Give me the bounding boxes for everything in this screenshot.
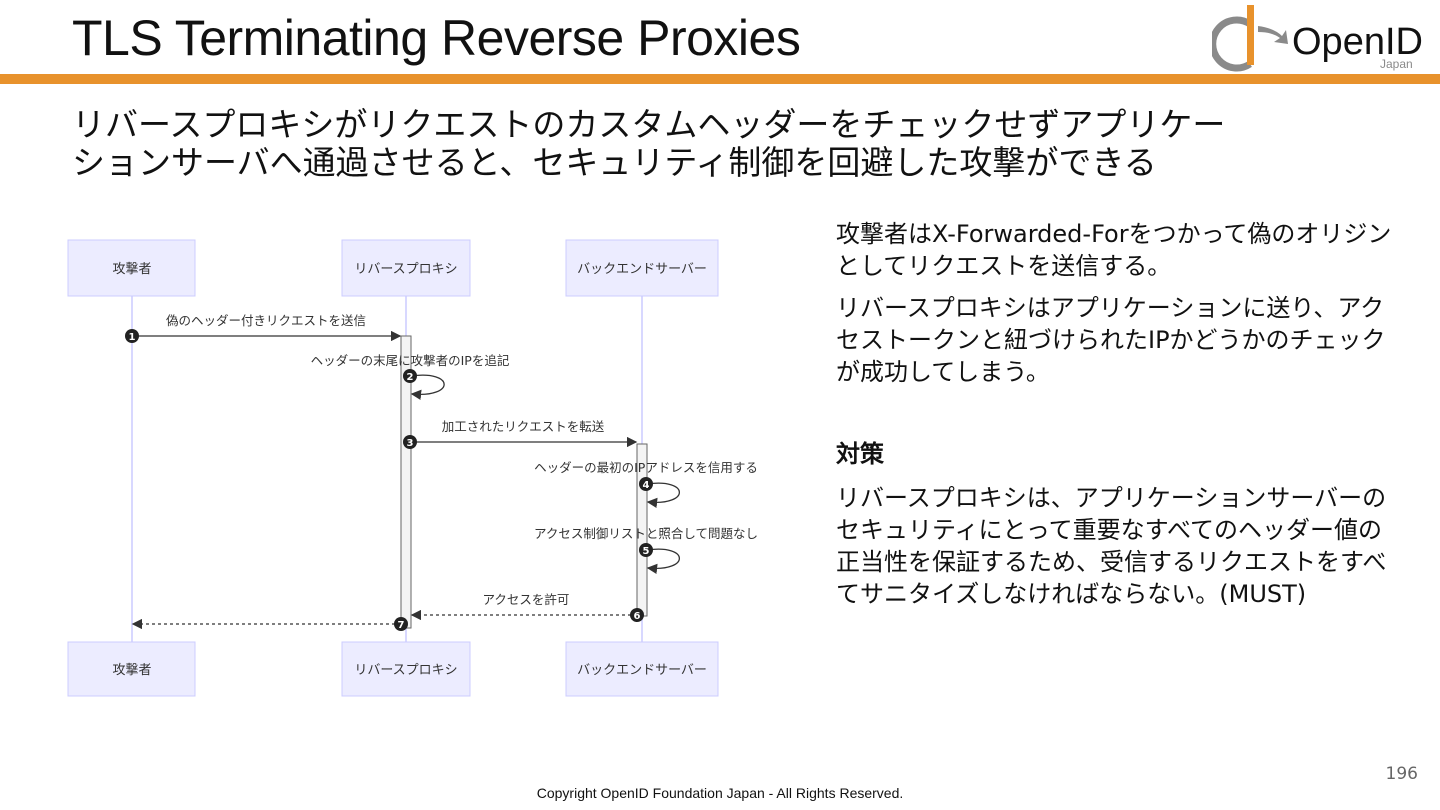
svg-text:リバースプロキシ: リバースプロキシ: [354, 262, 457, 277]
svg-text:偽のヘッダー付きリクエストを送信: 偽のヘッダー付きリクエストを送信: [166, 313, 366, 328]
participant-backend-bottom: バックエンドサーバー: [565, 641, 719, 697]
page-number: 196: [1385, 764, 1418, 784]
svg-text:4: 4: [643, 480, 650, 491]
message-7: 7: [131, 617, 408, 631]
participant-attacker-bottom: 攻撃者: [67, 641, 196, 697]
copyright-footer: Copyright OpenID Foundation Japan - All …: [536, 785, 904, 801]
svg-text:5: 5: [643, 546, 650, 557]
header-accent-bar: [0, 74, 1440, 84]
message-2: ヘッダーの末尾に攻撃者のIPを追記 2: [311, 353, 510, 401]
subtitle-line-1: リバースプロキシがリクエストのカスタムヘッダーをチェックせずアプリケー: [72, 105, 1226, 144]
slide-subtitle: リバースプロキシがリクエストのカスタムヘッダーをチェックせずアプリケー ションサ…: [72, 106, 1372, 182]
explanation-paragraph-1: 攻撃者はX-Forwarded-Forをつかって偽のオリジンとしてリクエストを送…: [836, 220, 1392, 280]
svg-text:2: 2: [407, 372, 414, 383]
logo-arc: [1212, 16, 1252, 72]
sequence-diagram: 攻撃者 リバースプロキシ バックエンドサーバー 攻撃者 リバースプロキシ バック…: [67, 239, 758, 697]
explanation-paragraph-2: リバースプロキシはアプリケーションに送り、アクセストークンと紐づけられたIPかど…: [836, 294, 1386, 386]
svg-text:アクセス制御リストと照合して問題なし: アクセス制御リストと照合して問題なし: [534, 526, 758, 541]
slide-title: TLS Terminating Reverse Proxies: [72, 10, 801, 66]
participant-attacker-top: 攻撃者: [67, 239, 196, 297]
message-5: アクセス制御リストと照合して問題なし 5: [534, 526, 758, 575]
message-4: ヘッダーの最初のIPアドレスを信用する 4: [534, 460, 758, 509]
participant-proxy-top: リバースプロキシ: [341, 239, 471, 297]
explanation-panel: 攻撃者はX-Forwarded-Forをつかって偽のオリジンとしてリクエストを送…: [836, 218, 1396, 620]
svg-text:リバースプロキシ: リバースプロキシ: [354, 663, 457, 678]
participant-backend-top: バックエンドサーバー: [565, 239, 719, 297]
message-6: アクセスを許可 6: [410, 592, 644, 622]
openid-japan-logo: OpenID Japan: [1212, 5, 1423, 72]
svg-text:加工されたリクエストを転送: 加工されたリクエストを転送: [442, 419, 605, 434]
logo-arrow: [1258, 26, 1288, 44]
countermeasure-paragraph: リバースプロキシは、アプリケーションサーバーのセキュリティにとって重要なすべての…: [836, 484, 1387, 608]
svg-text:バックエンドサーバー: バックエンドサーバー: [577, 262, 707, 277]
svg-text:7: 7: [398, 620, 405, 631]
message-3: 加工されたリクエストを転送 3: [403, 419, 638, 449]
svg-text:1: 1: [129, 332, 136, 343]
svg-text:アクセスを許可: アクセスを許可: [483, 592, 570, 607]
svg-text:攻撃者: 攻撃者: [112, 662, 151, 678]
svg-text:ヘッダーの末尾に攻撃者のIPを追記: ヘッダーの末尾に攻撃者のIPを追記: [311, 353, 510, 368]
subtitle-line-2: ションサーバへ通過させると、セキュリティ制御を回避した攻撃ができる: [72, 143, 1157, 182]
participant-proxy-bottom: リバースプロキシ: [341, 641, 471, 697]
svg-text:ヘッダーの最初のIPアドレスを信用する: ヘッダーの最初のIPアドレスを信用する: [534, 460, 758, 475]
message-1: 偽のヘッダー付きリクエストを送信 1: [125, 313, 402, 343]
svg-text:バックエンドサーバー: バックエンドサーバー: [577, 663, 707, 678]
logo-subtext: Japan: [1380, 57, 1413, 71]
logo-text: OpenID: [1292, 21, 1423, 63]
countermeasure-heading: 対策: [836, 440, 884, 468]
logo-bar: [1247, 5, 1254, 65]
svg-text:3: 3: [407, 438, 414, 449]
svg-text:攻撃者: 攻撃者: [112, 261, 151, 277]
svg-text:6: 6: [634, 611, 641, 622]
